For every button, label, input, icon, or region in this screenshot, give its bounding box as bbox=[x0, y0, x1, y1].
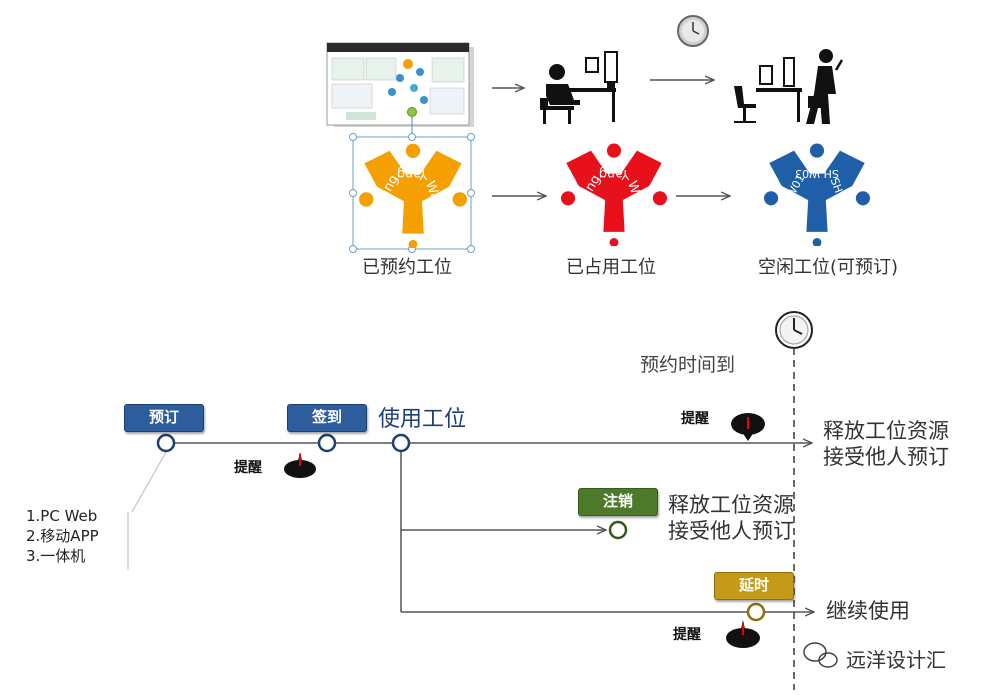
bell-icon-extend bbox=[726, 620, 760, 648]
reserved-state-label: 已预约工位 bbox=[362, 257, 452, 278]
use-workstation-label: 使用工位 bbox=[378, 407, 467, 432]
cancel-outcome-line-1: 释放工位资源 bbox=[668, 493, 794, 517]
watermark-text: 远洋设计汇 bbox=[846, 648, 946, 672]
bell-icon-checkin bbox=[284, 452, 316, 478]
free-workstation-icon bbox=[764, 143, 870, 246]
clock-icon-top bbox=[677, 15, 709, 47]
channel-item: 3.一体机 bbox=[26, 547, 86, 565]
wechat-icon bbox=[803, 642, 838, 668]
person-leaving-icon bbox=[734, 49, 844, 124]
clock-icon-deadline bbox=[775, 311, 813, 349]
deadline-label: 预约时间到 bbox=[640, 354, 736, 376]
free-state-label: 空闲工位(可预订) bbox=[758, 257, 899, 278]
selection-frame bbox=[349, 107, 475, 253]
floorplan-screenshot bbox=[326, 42, 474, 127]
main-outcome-line-1: 释放工位资源 bbox=[823, 419, 949, 443]
cancel-outcome-text: 释放工位资源 接受他人预订 bbox=[668, 492, 794, 545]
main-outcome-text: 释放工位资源 接受他人预订 bbox=[823, 418, 949, 471]
channel-item: 1.PC Web bbox=[26, 507, 98, 525]
reminder-label-deadline: 提醒 bbox=[681, 411, 709, 427]
book-node bbox=[156, 433, 176, 453]
extend-node bbox=[746, 602, 766, 622]
extend-tag: 延时 bbox=[714, 572, 794, 600]
checkin-tag: 签到 bbox=[287, 404, 367, 432]
cancel-node bbox=[608, 520, 628, 540]
cancel-tag: 注销 bbox=[578, 488, 658, 516]
hub-occupied-name-3: Yang bbox=[599, 166, 631, 181]
bell-icon-deadline bbox=[731, 413, 765, 441]
channel-connector-line bbox=[131, 451, 167, 513]
use-node bbox=[391, 433, 411, 453]
book-tag: 预订 bbox=[124, 404, 204, 432]
occupied-state-label: 已占用工位 bbox=[566, 257, 656, 278]
main-outcome-line-2: 接受他人预订 bbox=[823, 445, 949, 470]
channel-item: 2.移动APP bbox=[26, 527, 99, 545]
hub-reserved-name-3: Yang bbox=[397, 166, 429, 181]
hub-free-name-3: SH-W03 bbox=[795, 167, 839, 180]
reminder-label-extend: 提醒 bbox=[673, 627, 701, 643]
reminder-label-checkin: 提醒 bbox=[234, 460, 262, 476]
checkin-node bbox=[317, 433, 337, 453]
cancel-outcome-line-2: 接受他人预订 bbox=[668, 519, 794, 544]
extend-outcome-label: 继续使用 bbox=[826, 599, 910, 623]
person-working-icon bbox=[540, 51, 618, 124]
booking-channels: 1.PC Web 2.移动APP 3.一体机 bbox=[26, 506, 99, 566]
